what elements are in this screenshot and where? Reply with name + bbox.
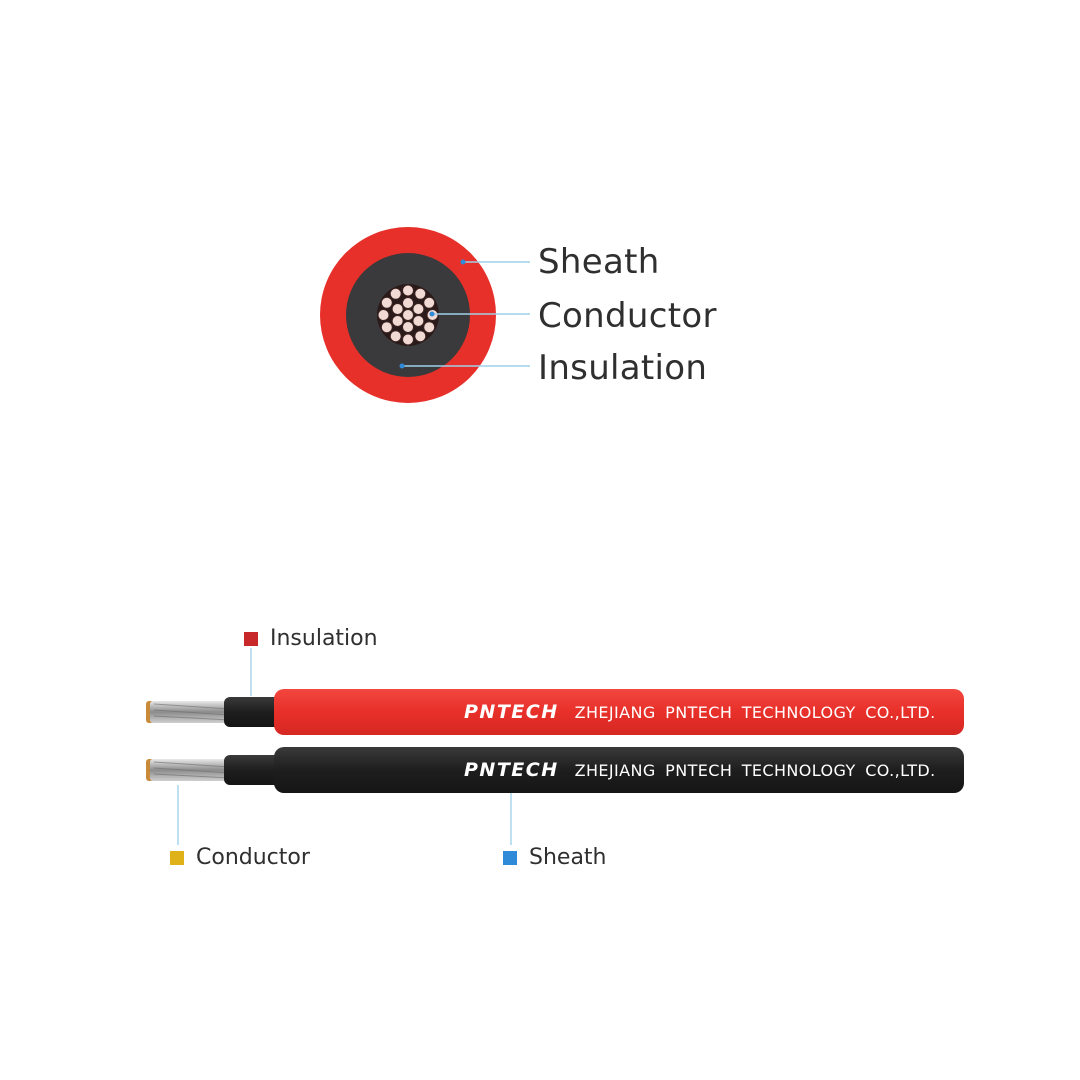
legend-conductor-label: Conductor (196, 845, 310, 870)
red-cable-insulation (224, 697, 284, 727)
leader-lines (402, 261, 530, 367)
insulation-marker-square (244, 632, 258, 646)
black-cable-brand: PNTECH (464, 759, 559, 781)
conductor-strands (377, 284, 439, 346)
legend-insulation: Insulation (244, 625, 378, 653)
leader-dots (399, 259, 466, 369)
red-cable-company: ZHEJIANG PNTECH TECHNOLOGY CO.,LTD. (574, 702, 936, 722)
red-cable-print: PNTECH ZHEJIANG PNTECH TECHNOLOGY CO.,LT… (464, 689, 936, 735)
conductor-leader-line (177, 785, 179, 845)
black-cable-insulation (224, 755, 284, 785)
black-cable-sheath (274, 747, 964, 793)
red-cable-brand: PNTECH (464, 701, 559, 723)
cross-section-label-conductor: Conductor (538, 296, 717, 336)
black-cable-graphic (146, 747, 964, 793)
black-cable: PNTECH ZHEJIANG PNTECH TECHNOLOGY CO.,LT… (142, 747, 964, 793)
insulation-leader-line (250, 648, 252, 696)
cable-cross-section (320, 227, 530, 403)
conductor-marker-square (170, 851, 184, 865)
black-cable-company: ZHEJIANG PNTECH TECHNOLOGY CO.,LTD. (574, 760, 936, 780)
cross-section-label-insulation: Insulation (538, 348, 708, 388)
legend-conductor: Conductor (170, 844, 310, 872)
legend-sheath-label: Sheath (529, 845, 607, 870)
legend-sheath: Sheath (503, 844, 607, 872)
sheath-leader-line (510, 793, 512, 845)
red-cable-graphic (146, 689, 964, 735)
legend-insulation-label: Insulation (270, 626, 378, 651)
red-cable-sheath (274, 689, 964, 735)
black-cable-print: PNTECH ZHEJIANG PNTECH TECHNOLOGY CO.,LT… (464, 747, 936, 793)
sheath-marker-square (503, 851, 517, 865)
cross-section-label-sheath: Sheath (538, 242, 660, 282)
red-cable: PNTECH ZHEJIANG PNTECH TECHNOLOGY CO.,LT… (142, 689, 964, 735)
